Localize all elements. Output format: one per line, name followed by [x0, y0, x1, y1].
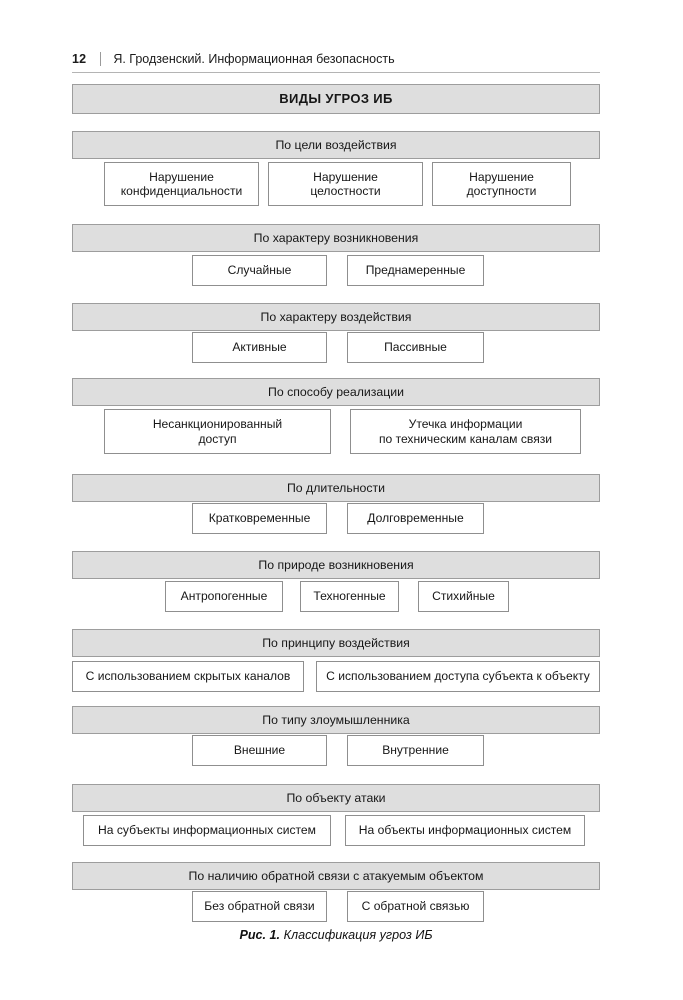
category-bar: По длительности: [72, 474, 600, 502]
category-bar: По объекту атаки: [72, 784, 600, 812]
category-bar: По принципу воздействия: [72, 629, 600, 657]
category-item-line: Активные: [232, 340, 287, 355]
category-item-box: Стихийные: [418, 581, 509, 612]
category-item-box: Антропогенные: [165, 581, 283, 612]
category-item-line: Техногенные: [313, 589, 386, 604]
category-item-line: Внешние: [233, 743, 286, 758]
category-item-box: На объекты информационных систем: [345, 815, 585, 846]
category-item-box: Долговременные: [347, 503, 484, 534]
header-divider: [72, 72, 600, 73]
category-item-line: Несанкционированный: [152, 417, 283, 432]
category-item-line: Нарушение: [469, 169, 534, 184]
category-item-box: Внутренние: [347, 735, 484, 766]
diagram-title-bar: ВИДЫ УГРОЗ ИБ: [72, 84, 600, 114]
book-title: Я. Гродзенский. Информационная безопасно…: [113, 52, 395, 66]
category-item-line: Преднамеренные: [365, 263, 466, 278]
category-item-line: по техническим каналам связи: [378, 431, 553, 446]
category-item-box: Внешние: [192, 735, 327, 766]
category-bar: По способу реализации: [72, 378, 600, 406]
category-item-line: Пассивные: [384, 340, 447, 355]
category-item-line: Случайные: [227, 263, 292, 278]
category-item-line: Внутренние: [382, 743, 449, 758]
category-item-line: Нарушение: [313, 169, 378, 184]
figure-number: Рис. 1.: [239, 928, 281, 942]
category-item-line: На объекты информационных систем: [358, 823, 572, 838]
category-item-box: Преднамеренные: [347, 255, 484, 286]
category-item-line: конфиденциальности: [120, 184, 243, 198]
category-item-box: С использованием скрытых каналов: [72, 661, 304, 692]
category-item-box: С использованием доступа субъекта к объе…: [316, 661, 600, 692]
figure-caption-text: Классификация угроз ИБ: [283, 928, 433, 942]
category-bar: По наличию обратной связи с атакуемым об…: [72, 862, 600, 890]
running-header: 12 Я. Гродзенский. Информационная безопа…: [72, 46, 600, 72]
category-item-line: целостности: [310, 184, 381, 198]
category-bar: По цели воздействия: [72, 131, 600, 159]
category-item-line: Долговременные: [367, 511, 464, 526]
category-bar: По характеру возникновения: [72, 224, 600, 252]
category-item-box: С обратной связью: [347, 891, 484, 922]
category-item-box: Кратковременные: [192, 503, 327, 534]
category-item-box: Активные: [192, 332, 327, 363]
category-bar: По природе возникновения: [72, 551, 600, 579]
category-item-line: Кратковременные: [208, 511, 311, 526]
header-separator-rule: [100, 52, 102, 66]
category-bar: По типу злоумышленника: [72, 706, 600, 734]
category-item-line: Стихийные: [432, 589, 495, 604]
category-item-line: доступ: [198, 431, 237, 446]
figure-caption: Рис. 1. Классификация угроз ИБ: [72, 928, 600, 942]
category-item-line: Нарушение: [149, 169, 214, 184]
category-bar: По характеру воздействия: [72, 303, 600, 331]
category-item-box: Пассивные: [347, 332, 484, 363]
category-item-line: Антропогенные: [180, 589, 268, 604]
category-item-line: На субъекты информационных систем: [98, 823, 316, 838]
category-item-line: Без обратной связи: [204, 899, 315, 914]
category-item-line: С обратной связью: [361, 899, 470, 914]
page-number: 12: [72, 52, 87, 66]
category-item-line: Утечка информации: [408, 417, 523, 432]
category-item-box: Случайные: [192, 255, 327, 286]
category-item-line: доступности: [466, 184, 537, 198]
category-item-line: С использованием доступа субъекта к объе…: [326, 669, 590, 684]
category-item-box: Техногенные: [300, 581, 399, 612]
category-item-line: С использованием скрытых каналов: [85, 669, 291, 684]
category-item-box: На субъекты информационных систем: [83, 815, 331, 846]
category-item-box: Без обратной связи: [192, 891, 327, 922]
